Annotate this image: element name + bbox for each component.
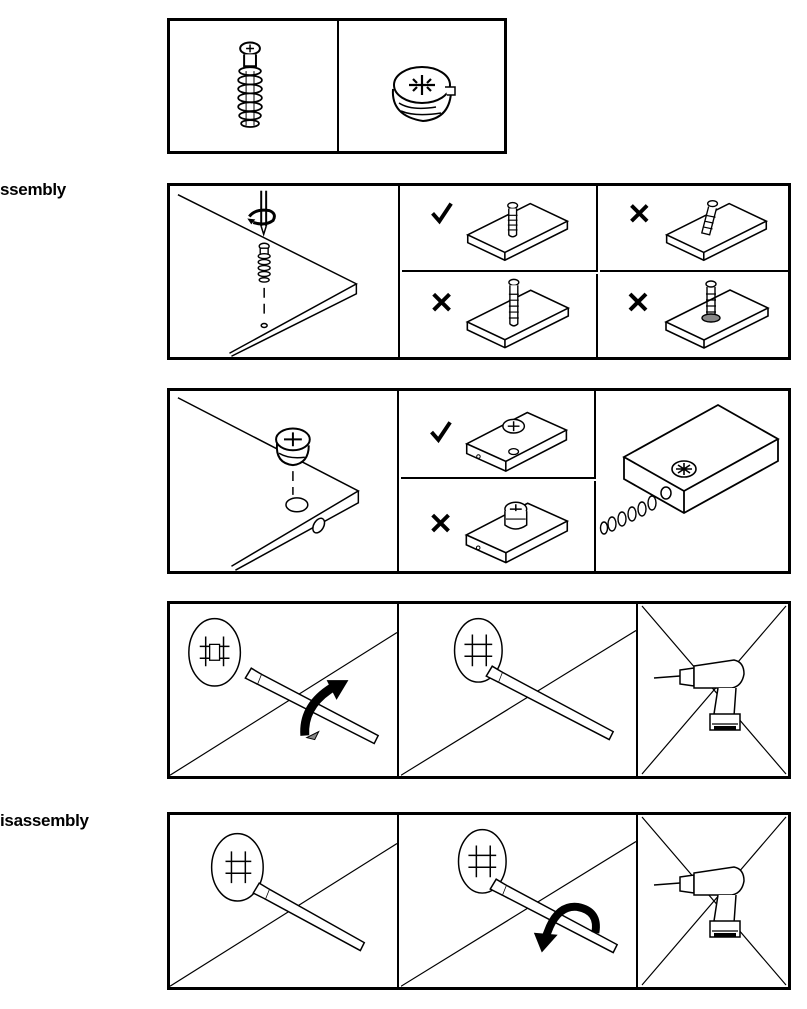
dowel-correct-cell (402, 186, 598, 272)
assembly-section-label: ssembly (0, 180, 66, 199)
cross-mark-icon (630, 204, 649, 223)
cam-join-cell (598, 391, 788, 571)
disassembly-panel (167, 812, 791, 990)
block-with-dowel-icon (465, 201, 570, 262)
cam-join-illustration (599, 403, 780, 535)
dowel-wrong-angle-cell (600, 186, 788, 272)
no-drill-disassembly-cell (640, 815, 788, 987)
dowel-cell (170, 21, 339, 151)
no-power-drill-disassembly-illustration (641, 816, 787, 986)
dowel-overdriven-cell (600, 274, 788, 357)
dowel-insert-illustration (177, 190, 358, 357)
check-mark-icon (431, 202, 453, 225)
power-drill-icon (653, 866, 745, 938)
loosen-turn-illustration (401, 828, 636, 987)
block-with-cam-wrong-icon (464, 501, 570, 564)
tighten-turn-cell (170, 604, 399, 776)
cam-insert-illustration (177, 397, 360, 571)
block-with-protruding-dowel-icon (465, 278, 571, 349)
cam-lock-cell (341, 21, 504, 151)
tighten-done-cell (401, 604, 638, 776)
dowel-insert-cell (170, 186, 400, 357)
cam-wrong-cell (401, 481, 596, 571)
no-power-drill-illustration (641, 605, 787, 775)
disassembly-section-label: isassembly (0, 811, 89, 830)
block-with-cam-open-icon (464, 411, 569, 473)
dowel-screw-icon (237, 41, 263, 128)
dowel-assembly-panel (167, 183, 791, 360)
block-with-tilted-dowel-icon (664, 199, 769, 262)
power-drill-icon (653, 659, 745, 731)
block-with-sunken-dowel-icon (664, 280, 770, 349)
cam-insert-cell (170, 391, 399, 571)
check-mark-icon (430, 421, 452, 444)
dowel-too-high-cell (402, 274, 598, 357)
loosen-turn-cell (401, 815, 638, 987)
cam-lock-icon (391, 66, 456, 123)
loosen-start-cell (170, 815, 399, 987)
cross-mark-icon (432, 292, 451, 312)
cam-lock-assembly-panel (167, 388, 791, 574)
cross-mark-icon (628, 292, 648, 312)
tighten-done-illustration (401, 617, 636, 776)
loosen-start-illustration (170, 832, 397, 987)
cam-correct-cell (401, 391, 596, 479)
fittings-panel (167, 18, 507, 154)
cross-mark-icon (431, 513, 450, 533)
tighten-turn-illustration (170, 617, 397, 776)
no-drill-cell (640, 604, 788, 776)
cam-tighten-panel (167, 601, 791, 779)
